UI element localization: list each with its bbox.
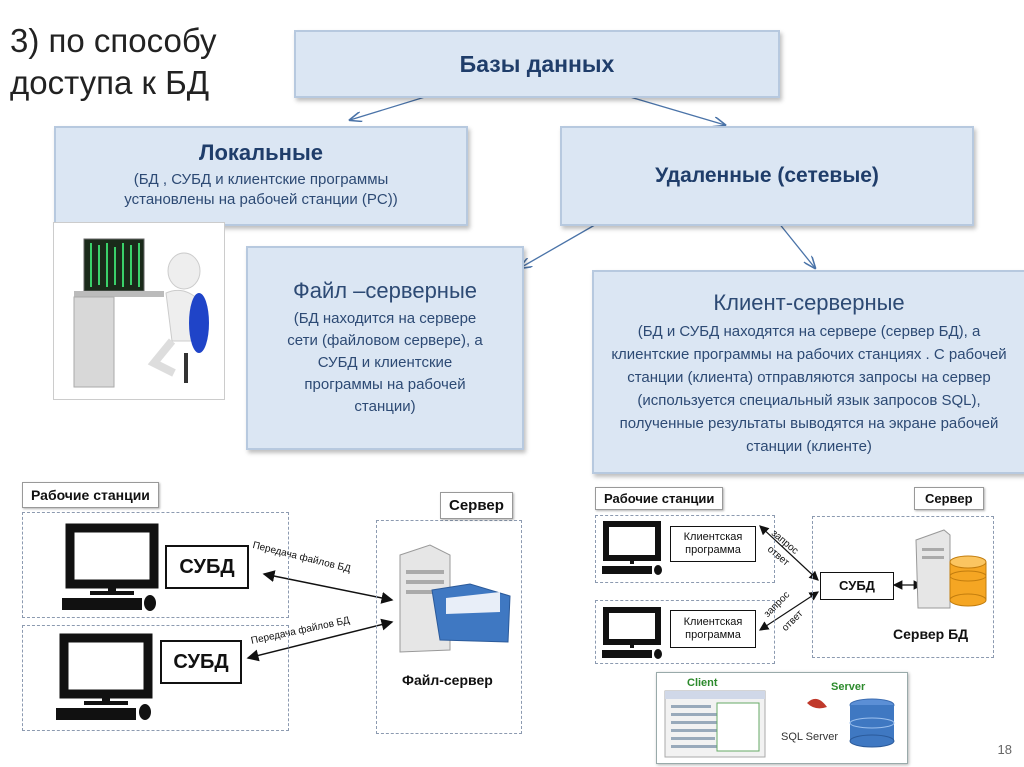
- db-server-caption: Сервер БД: [893, 626, 969, 642]
- left-workstations-label: Рабочие станции: [22, 482, 159, 508]
- databases-label: Базы данных: [459, 51, 615, 77]
- screenshot-server-label: Server: [831, 681, 866, 693]
- client-server-screenshot: Client Server SQL Server: [656, 672, 908, 764]
- left-workstation-frame-1: [22, 512, 289, 618]
- workstation-illustration: [53, 222, 225, 400]
- local-desc: (БД , СУБД и клиентские программы устано…: [124, 171, 398, 208]
- computer-icon: [62, 523, 159, 611]
- arrow-db-remote: [629, 96, 725, 125]
- client-server-head: Клиент-серверные: [713, 290, 905, 315]
- computer-icon: [56, 633, 153, 720]
- slide-title: 3) по способу доступа к БД: [10, 22, 217, 101]
- page-number: 18: [997, 742, 1012, 757]
- left-dbms-1: СУБД: [165, 545, 249, 589]
- arrow-request-1: [759, 525, 819, 581]
- arrow-remote-file: [520, 221, 601, 268]
- screenshot-client-label: Client: [687, 677, 718, 689]
- right-workstations-label: Рабочие станции: [595, 487, 724, 510]
- client-server-desc: (БД и СУБД находятся на сервере (сервер …: [611, 323, 1007, 455]
- arrow-transfer-2: [246, 618, 394, 662]
- computer-icon: [602, 607, 662, 659]
- right-dbms: СУБД: [820, 572, 894, 600]
- remote-box: Удаленные (сетевые): [560, 126, 974, 226]
- databases-box: Базы данных: [294, 30, 780, 98]
- screenshot-sql-server-label: SQL Server: [781, 731, 839, 743]
- right-server-frame: [812, 516, 994, 658]
- right-workstation-frame-1: [595, 515, 775, 583]
- file-server-head: Файл –серверные: [292, 278, 477, 303]
- arrow-db-local: [350, 96, 426, 120]
- file-server-caption: Файл-сервер: [402, 672, 493, 688]
- arrow-request-2: [758, 591, 820, 631]
- right-client-program-2: Клиентская программа: [670, 610, 756, 648]
- left-server-frame: [376, 520, 522, 734]
- right-server-label: Сервер: [914, 487, 984, 510]
- file-server-icon: [399, 544, 511, 653]
- local-head: Локальные: [199, 140, 323, 165]
- right-workstation-frame-2: [595, 600, 775, 664]
- client-server-box: Клиент-серверные (БД и СУБД находятся на…: [592, 270, 1024, 474]
- local-box: Локальные (БД , СУБД и клиентские програ…: [54, 126, 468, 226]
- left-server-label: Сервер: [440, 492, 513, 519]
- file-server-box: Файл –серверные (БД находится на сервере…: [246, 246, 524, 450]
- arrow-remote-client: [777, 221, 815, 268]
- file-server-desc: (БД находится на сервере сети (файловом …: [287, 310, 483, 415]
- computer-icon: [602, 521, 662, 575]
- arrow-transfer-1: [262, 570, 394, 604]
- left-dbms-2: СУБД: [160, 640, 242, 684]
- right-client-program-1: Клиентская программа: [670, 526, 756, 562]
- left-workstation-frame-2: [22, 625, 289, 731]
- database-server-icon: [915, 529, 987, 609]
- remote-head: Удаленные (сетевые): [655, 164, 879, 187]
